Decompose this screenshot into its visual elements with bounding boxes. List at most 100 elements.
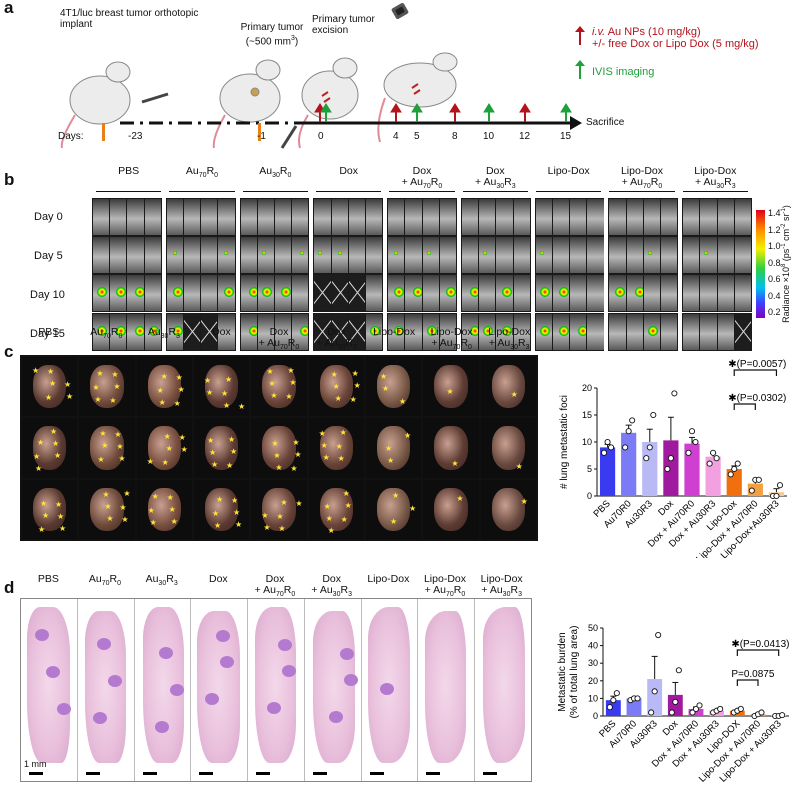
ivis-mouse-image [461,199,479,235]
colorbar-label: Radiance ×108 (ps-1 cm-2 sr-1) [781,205,791,323]
ivis-mouse-image [439,275,456,311]
y-tick-label: 10 [588,693,598,703]
metastasis-marker-icon: ★ [113,382,121,391]
metastasis-marker-icon: ★ [33,452,41,462]
metastasis-marker-icon: ★ [325,513,333,523]
metastasis-marker-icon: ★ [213,520,222,530]
ivis-mouse-image [274,237,292,273]
ivis-mouse-image [609,199,626,235]
ivis-mouse-image [365,237,383,273]
significance-bracket [733,369,778,376]
lung-photo: ★ [423,479,479,539]
ivis-header-underline [96,191,162,192]
metastasis-marker-icon: ★ [263,522,271,532]
metastasis-marker-icon: ★ [114,430,122,440]
data-point [625,428,632,435]
p-value-label: P=0.0875 [731,669,775,680]
ivis-group-cell [165,236,236,274]
ivis-group-cell [92,236,162,274]
metastasis-marker-icon: ★ [381,384,390,393]
ivis-group-header-3: Dox [339,165,358,177]
bioluminescence-spot [280,287,291,297]
metastasis-marker-icon: ★ [50,427,58,437]
y-axis-label: Metastatic burden [557,632,568,712]
ivis-mouse-deceased [183,314,201,350]
metastasis-marker-icon: ★ [99,429,107,439]
metastatic-nodule [35,629,49,641]
ivis-row-0 [92,198,753,236]
ivis-mouse-image [110,237,127,273]
histology-section [191,599,249,781]
bar-4 [688,708,704,716]
lung-group-header-7: Lipo-Dox+ Au70R0 [430,326,473,352]
bioluminescence-spot [116,287,127,297]
metastasis-marker-icon: ★ [322,453,330,463]
data-point [675,667,682,674]
ivis-mouse-image [292,237,309,273]
bioluminescence-spot [337,251,342,255]
ivis-mouse-image [388,275,405,311]
ivis-mouse-image [348,237,365,273]
ivis-mouse-image [93,314,110,350]
data-point [755,476,762,483]
y-tick-label: 50 [588,623,598,633]
data-point [651,688,658,695]
lung-group-header-5: Dox+ Au30R3 [316,326,357,352]
ivis-mouse-image [661,314,678,350]
ivis-group-cell [534,313,605,351]
data-point [685,449,692,456]
lung-photo: ★★★★★★ [251,357,307,417]
scale-bar [426,772,441,775]
camera-icon [391,3,409,19]
ivis-mouse-deceased [331,275,348,311]
scale-bar [85,772,100,775]
scale-bar [312,772,327,775]
lung-photo: ★★★★★★ [193,357,250,417]
ivis-mouse-image [587,275,604,311]
data-point [667,455,674,462]
lung-tissue-section [84,611,126,763]
day-tick-neg1: -1 [257,131,266,142]
metastasis-marker-icon: ★ [344,500,352,510]
ivis-mouse-image [643,314,661,350]
ivis-mouse-image [405,237,422,273]
data-point [634,695,641,702]
ivis-mouse-image [587,237,604,273]
metastasis-marker-icon: ★ [119,502,127,512]
lung-specimen [491,487,525,531]
colorbar-tick: 0.6 [768,274,781,284]
metastasis-marker-icon: ★ [289,378,297,387]
ivis-mouse-image [166,275,183,311]
data-point [689,709,696,716]
ivis-mouse-image [513,314,530,350]
ivis-day-0-label: Day 0 [34,211,63,223]
metastasis-marker-icon: ★ [170,516,178,526]
ivis-group-cell [608,236,679,274]
lung-specimen [491,426,525,470]
lung-photo: ★ [480,357,536,417]
primary-tumor-label: Primary tumor (~500 mm3) [240,22,304,48]
ivis-mouse-image [166,237,183,273]
metastatic-nodule [154,721,169,733]
metastatic-nodule [96,638,111,650]
lung-photo: ★★★★★★ [251,479,307,539]
ivis-group-header-4: Dox+ Au70R0 [401,165,443,191]
ivis-mouse-image [201,199,218,235]
metastatic-nodule [267,702,282,714]
ivis-mouse-image [717,314,734,350]
ivis-mouse-image [609,237,626,273]
metastasis-marker-icon: ★ [220,389,229,398]
ivis-group-header-6: Lipo-Dox [547,165,590,177]
metastasis-marker-icon: ★ [175,373,183,382]
lung-photo: ★★★★★★ [79,418,135,478]
lung-specimen [204,365,239,409]
lung-photo: ★★★★★★ [193,479,250,539]
metastasis-marker-icon: ★ [398,397,407,406]
data-point [613,690,620,697]
metastasis-marker-icon: ★ [66,392,74,401]
bioluminescence-spot [502,326,513,336]
mouse-icon-1 [60,61,131,149]
ivis-mouse-image [240,314,257,350]
histology-section [248,599,305,781]
histology-section [78,599,135,781]
